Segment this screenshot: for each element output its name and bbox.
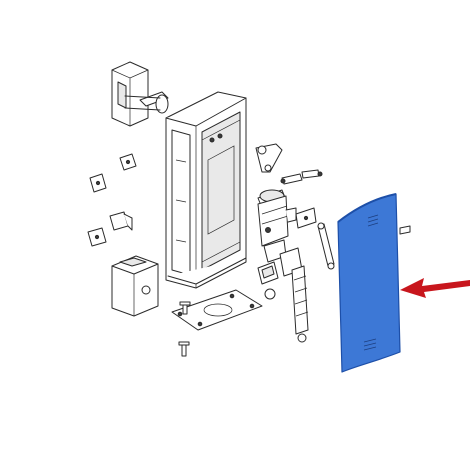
connector-block [257, 261, 279, 300]
cable-clip-4 [87, 227, 107, 247]
transmission-lever [255, 143, 283, 173]
linkage-rod [317, 222, 335, 270]
front-cover-panel[interactable] [337, 193, 401, 373]
small-bolt-2 [301, 169, 323, 179]
balancing-spring-assembly [279, 247, 309, 343]
cable-clip-3 [109, 211, 133, 231]
anchor-bolt-2 [178, 341, 190, 357]
anchor-bolt-1 [179, 301, 191, 315]
gear-motor-unit [257, 189, 297, 263]
small-bolt-1 [280, 173, 303, 185]
barrier-cabinet [165, 91, 247, 289]
bar-mounting-bracket [111, 61, 169, 127]
cable-clip-2 [89, 173, 107, 193]
pointer-arrow-icon [400, 278, 470, 298]
control-unit-box [111, 255, 159, 317]
cable-clip-1 [119, 153, 137, 171]
panel-screw [399, 225, 411, 235]
anchor-base-plate [171, 289, 263, 331]
limit-switch-bracket [295, 207, 317, 229]
